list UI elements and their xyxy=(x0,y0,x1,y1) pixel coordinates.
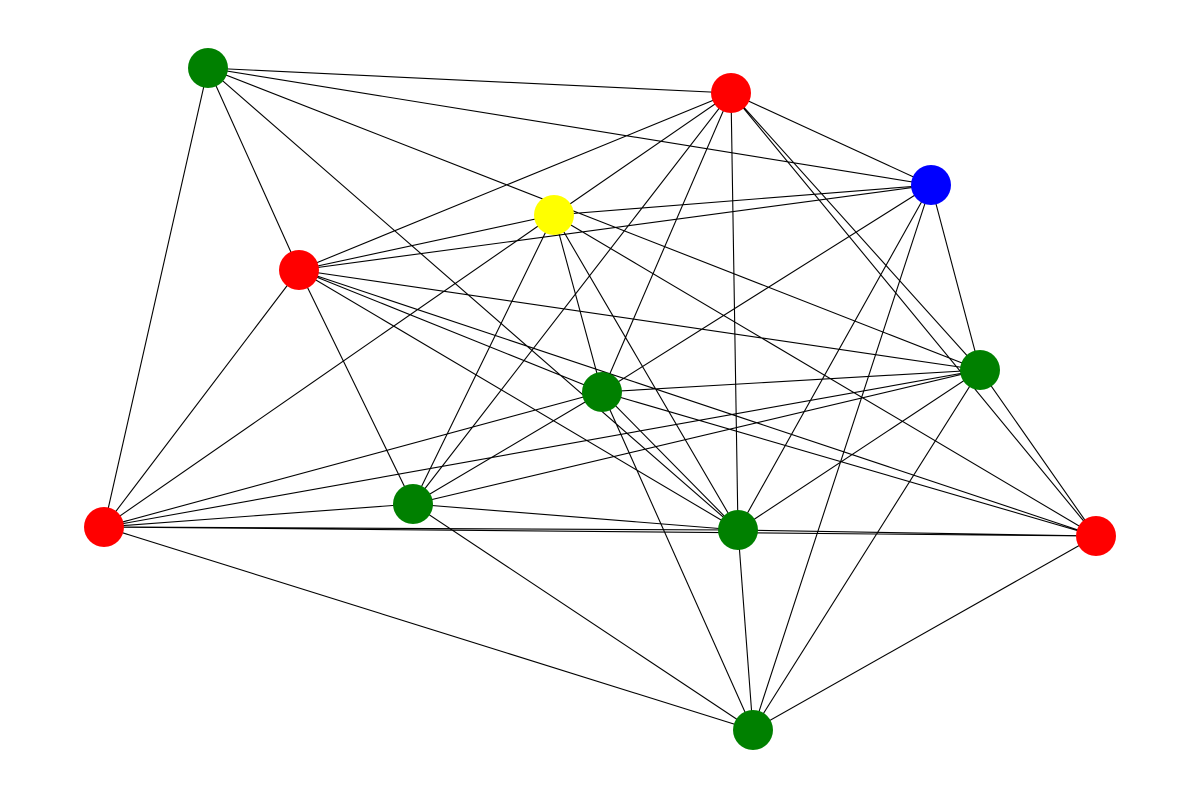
node-n5-green xyxy=(582,372,622,412)
edge-n4-n6 xyxy=(298,269,981,371)
edge-n3-n9 xyxy=(553,214,739,531)
node-n7-red xyxy=(84,507,124,547)
edge-n8-n9 xyxy=(412,503,739,531)
edge-n1-n3 xyxy=(553,92,732,216)
edge-n4-n5 xyxy=(298,269,603,393)
node-n10-red xyxy=(1076,516,1116,556)
edge-n0-n1 xyxy=(207,67,732,94)
edge-n5-n7 xyxy=(103,391,603,528)
edge-n0-n9 xyxy=(207,67,739,531)
edge-n6-n8 xyxy=(412,369,981,505)
edge-n5-n8 xyxy=(412,391,603,505)
edge-n9-n11 xyxy=(737,529,754,731)
graph-edges xyxy=(103,67,1097,731)
node-n2-blue xyxy=(911,165,951,205)
edge-n5-n10 xyxy=(601,391,1097,537)
edge-n5-n9 xyxy=(601,391,739,531)
node-n1-red xyxy=(711,73,751,113)
edge-n3-n10 xyxy=(553,214,1097,537)
node-n11-green xyxy=(733,710,773,750)
edge-n8-n11 xyxy=(412,503,754,731)
edge-n5-n6 xyxy=(601,369,981,393)
edge-n2-n11 xyxy=(752,184,932,731)
edge-n0-n2 xyxy=(207,67,932,186)
edge-n1-n10 xyxy=(730,92,1097,537)
edge-n2-n5 xyxy=(601,184,932,393)
edge-n4-n10 xyxy=(298,269,1097,537)
edge-n3-n7 xyxy=(103,214,555,528)
edge-n7-n10 xyxy=(103,526,1097,537)
node-n3-yellow xyxy=(534,195,574,235)
node-n0-green xyxy=(188,48,228,88)
edge-n6-n9 xyxy=(737,369,981,531)
edge-n0-n4 xyxy=(207,67,300,271)
node-n9-green xyxy=(718,510,758,550)
edge-n6-n7 xyxy=(103,369,981,528)
node-n4-red xyxy=(279,250,319,290)
edge-n6-n11 xyxy=(752,369,981,731)
edge-n2-n4 xyxy=(298,184,932,271)
edge-n3-n8 xyxy=(412,214,555,505)
edge-n3-n5 xyxy=(553,214,603,393)
edge-n9-n10 xyxy=(737,529,1097,537)
edge-n1-n4 xyxy=(298,92,732,271)
edge-n4-n7 xyxy=(103,269,300,528)
edge-n10-n11 xyxy=(752,535,1097,731)
edge-n7-n8 xyxy=(103,503,414,528)
edge-n1-n5 xyxy=(601,92,732,393)
edge-n2-n9 xyxy=(737,184,932,531)
graph-nodes xyxy=(84,48,1116,750)
node-n6-green xyxy=(960,350,1000,390)
edge-n2-n6 xyxy=(930,184,981,371)
edge-n1-n8 xyxy=(412,92,732,505)
edge-n0-n6 xyxy=(207,67,981,371)
edge-n6-n10 xyxy=(979,369,1097,537)
edge-n1-n2 xyxy=(730,92,932,186)
edge-n0-n7 xyxy=(103,67,209,528)
edge-n5-n11 xyxy=(601,391,754,731)
edge-n1-n6 xyxy=(730,92,981,371)
edge-n1-n9 xyxy=(730,92,739,531)
edge-n7-n11 xyxy=(103,526,754,731)
edge-n2-n3 xyxy=(553,184,932,216)
edge-n3-n4 xyxy=(298,214,555,271)
node-n8-green xyxy=(393,484,433,524)
edge-n4-n9 xyxy=(298,269,739,531)
edge-n4-n8 xyxy=(298,269,414,505)
